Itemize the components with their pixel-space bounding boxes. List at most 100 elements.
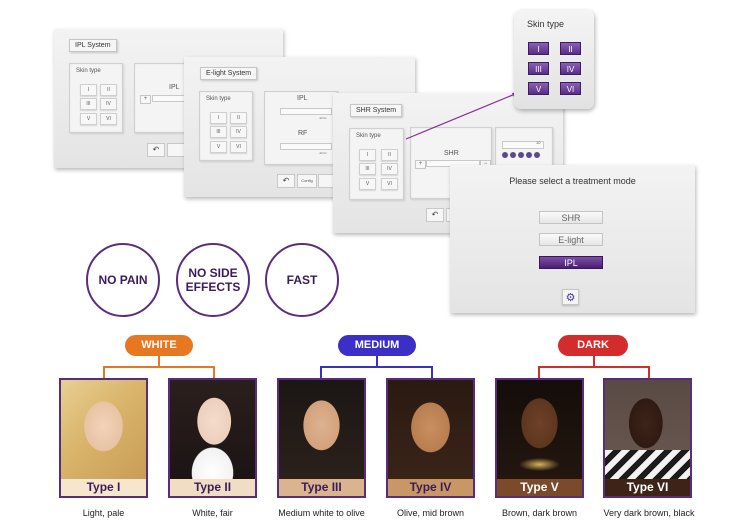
skin-desc-type-6: Very dark brown, black xyxy=(603,508,695,518)
dark-stem xyxy=(593,355,595,367)
skin-card-type-5: Type V xyxy=(495,378,584,498)
indicator-dot-icon xyxy=(534,152,540,158)
popup-skin-button-4[interactable]: IV xyxy=(560,62,581,75)
elight-rf-slider[interactable] xyxy=(280,143,332,150)
popup-skin-button-6[interactable]: VI xyxy=(560,82,581,95)
elight-skin-type-box: Skin type I II III IV V VI xyxy=(199,91,253,161)
white-connector xyxy=(103,366,215,378)
shr-back-button[interactable]: ↶ xyxy=(426,208,444,222)
medium-connector xyxy=(320,366,433,378)
elight-skin-button-3[interactable]: III xyxy=(210,126,227,138)
skin-card-type-4: Type IV xyxy=(386,378,475,498)
elight-skin-button-6[interactable]: VI xyxy=(230,141,247,153)
shr-skin-button-6[interactable]: VI xyxy=(381,178,398,190)
mode-shr-button[interactable]: SHR xyxy=(539,211,603,224)
skin-type-label: Type IV xyxy=(388,479,473,496)
ipl-skin-button-6[interactable]: VI xyxy=(100,113,117,125)
elight-ipl-unit: J/cm² xyxy=(319,116,327,120)
shr-plus-button[interactable]: + xyxy=(415,160,426,169)
gear-icon: ⚙ xyxy=(565,292,576,304)
elight-config-button[interactable]: Config xyxy=(297,174,317,188)
medium-stem xyxy=(376,355,378,367)
ipl-skin-button-5[interactable]: V xyxy=(80,113,97,125)
category-dark: DARK xyxy=(558,335,628,356)
settings-button[interactable]: ⚙ xyxy=(562,289,579,305)
skin-card-type-1: Type I xyxy=(59,378,148,498)
indicator-dot-icon xyxy=(518,152,524,158)
skin-desc-type-2: White, fair xyxy=(192,508,233,518)
shr-skin-button-4[interactable]: IV xyxy=(381,163,398,175)
ipl-config-button[interactable] xyxy=(167,143,185,157)
category-white: WHITE xyxy=(125,335,193,356)
elight-system-title: E-light System xyxy=(200,67,258,80)
mode-ipl-button[interactable]: IPL xyxy=(539,256,603,269)
portrait-image xyxy=(170,380,255,483)
elight-back-button[interactable]: ↶ xyxy=(277,174,295,188)
skin-desc-type-4: Olive, mid brown xyxy=(396,508,465,518)
skin-type-label: Type II xyxy=(170,479,255,496)
indicator-dot-icon xyxy=(502,152,508,158)
ipl-skin-type-label: Skin type xyxy=(76,68,101,74)
ipl-skin-button-1[interactable]: I xyxy=(80,84,97,96)
elight-skin-button-1[interactable]: I xyxy=(210,112,227,124)
skin-card-type-3: Type III xyxy=(277,378,366,498)
mode-elight-button[interactable]: E-light xyxy=(539,233,603,246)
popup-skin-button-1[interactable]: I xyxy=(528,42,549,55)
shr-energy-label: SHR xyxy=(444,150,459,157)
skin-desc-type-1: Light, pale xyxy=(82,508,125,518)
undo-icon: ↶ xyxy=(431,210,439,219)
skin-card-type-2: Type II xyxy=(168,378,257,498)
undo-icon: ↶ xyxy=(152,145,160,154)
ipl-skin-button-4[interactable]: IV xyxy=(100,98,117,110)
ipl-energy-label: IPL xyxy=(169,84,180,91)
portrait-image xyxy=(61,380,146,483)
skin-desc-type-3: Medium white to olive xyxy=(278,508,365,518)
skin-type-label: Type I xyxy=(61,479,146,496)
popup-title: Skin type xyxy=(527,19,565,29)
feature-no-pain: NO PAIN xyxy=(86,243,160,317)
indicator-dot-icon xyxy=(526,152,532,158)
skin-type-label: Type III xyxy=(279,479,364,496)
category-medium: MEDIUM xyxy=(338,335,416,356)
skin-card-type-6: Type VI xyxy=(603,378,692,498)
shr-dots xyxy=(502,152,548,160)
portrait-image xyxy=(388,380,473,483)
portrait-image xyxy=(497,380,582,483)
shr-skin-type-label: Skin type xyxy=(356,133,381,139)
skin-type-popup: Skin type I II III IV V VI xyxy=(514,10,594,109)
portrait-image xyxy=(279,380,364,483)
shr-skin-button-5[interactable]: V xyxy=(359,178,376,190)
popup-skin-button-5[interactable]: V xyxy=(528,82,549,95)
skin-type-label: Type VI xyxy=(605,479,690,496)
skin-desc-type-5: Brown, dark brown xyxy=(501,508,578,518)
popup-skin-button-2[interactable]: II xyxy=(560,42,581,55)
ipl-skin-type-box: Skin type I II III IV V VI xyxy=(69,63,123,133)
elight-ipl-slider[interactable] xyxy=(280,108,332,115)
ipl-plus-button[interactable]: + xyxy=(140,95,151,104)
ipl-back-button[interactable]: ↶ xyxy=(147,143,165,157)
feature-fast: FAST xyxy=(265,243,339,317)
shr-skin-button-2[interactable]: II xyxy=(381,149,398,161)
ipl-skin-button-3[interactable]: III xyxy=(80,98,97,110)
shr-skin-type-box: Skin type I II III IV V VI xyxy=(349,128,404,200)
portrait-image xyxy=(605,380,690,483)
elight-rf-unit: J/cm² xyxy=(319,151,327,155)
dark-connector xyxy=(538,366,650,378)
shr-counter-value: 10 xyxy=(536,140,541,145)
indicator-dot-icon xyxy=(510,152,516,158)
treatment-mode-heading: Please select a treatment mode xyxy=(509,176,636,186)
shr-counter-bar xyxy=(502,141,544,149)
white-stem xyxy=(158,355,160,367)
ipl-skin-button-2[interactable]: II xyxy=(100,84,117,96)
elight-skin-button-5[interactable]: V xyxy=(210,141,227,153)
elight-skin-type-label: Skin type xyxy=(206,96,231,102)
shr-skin-button-3[interactable]: III xyxy=(359,163,376,175)
undo-icon: ↶ xyxy=(282,176,290,185)
elight-skin-button-4[interactable]: IV xyxy=(230,126,247,138)
popup-skin-button-3[interactable]: III xyxy=(528,62,549,75)
skin-type-label: Type V xyxy=(497,479,582,496)
elight-skin-button-2[interactable]: II xyxy=(230,112,247,124)
elight-ipl-label: IPL xyxy=(297,95,308,102)
shr-skin-button-1[interactable]: I xyxy=(359,149,376,161)
elight-energy-box: IPL J/cm² RF J/cm² xyxy=(264,91,338,165)
